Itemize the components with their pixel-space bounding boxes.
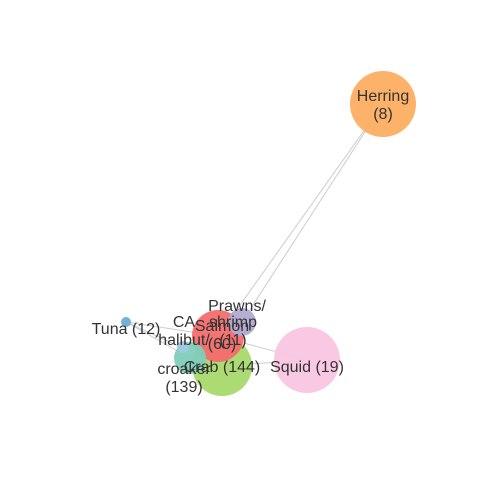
node-label-croaker: (139) xyxy=(165,379,202,396)
node-tuna[interactable] xyxy=(121,317,131,327)
node-label-tuna: Tuna (12) xyxy=(92,321,161,338)
node-layer xyxy=(121,71,416,396)
node-label-herring: Herring xyxy=(357,88,409,105)
node-prawns[interactable] xyxy=(228,308,256,336)
node-label-ca_halibut: CA xyxy=(173,314,196,331)
edge-herring-salmon xyxy=(217,103,384,337)
node-label-ca_halibut: halibut/ xyxy=(158,332,210,349)
node-label-shrimp: shrimp xyxy=(209,314,257,331)
node-label-salmon: Salmon xyxy=(195,318,249,335)
node-label-shrimp: (11) xyxy=(219,332,246,349)
node-shrimp[interactable] xyxy=(241,326,249,334)
node-ca_halibut[interactable] xyxy=(177,341,189,353)
node-label-salmon: (60) xyxy=(208,336,236,353)
label-layer: Herring(8) Squid (19) Crab (144)croaker(13… xyxy=(92,88,410,396)
node-label-croaker: croaker xyxy=(157,361,211,378)
node-label-crab: Crab (144) xyxy=(184,359,260,376)
node-herring[interactable] xyxy=(350,71,416,137)
node-label-squid: Squid (19) xyxy=(270,359,344,376)
node-squid[interactable] xyxy=(274,327,340,393)
node-label-herring: (8) xyxy=(373,106,393,123)
node-label-prawns: Prawns/ xyxy=(208,298,266,315)
edge-herring-prawns xyxy=(241,103,384,323)
